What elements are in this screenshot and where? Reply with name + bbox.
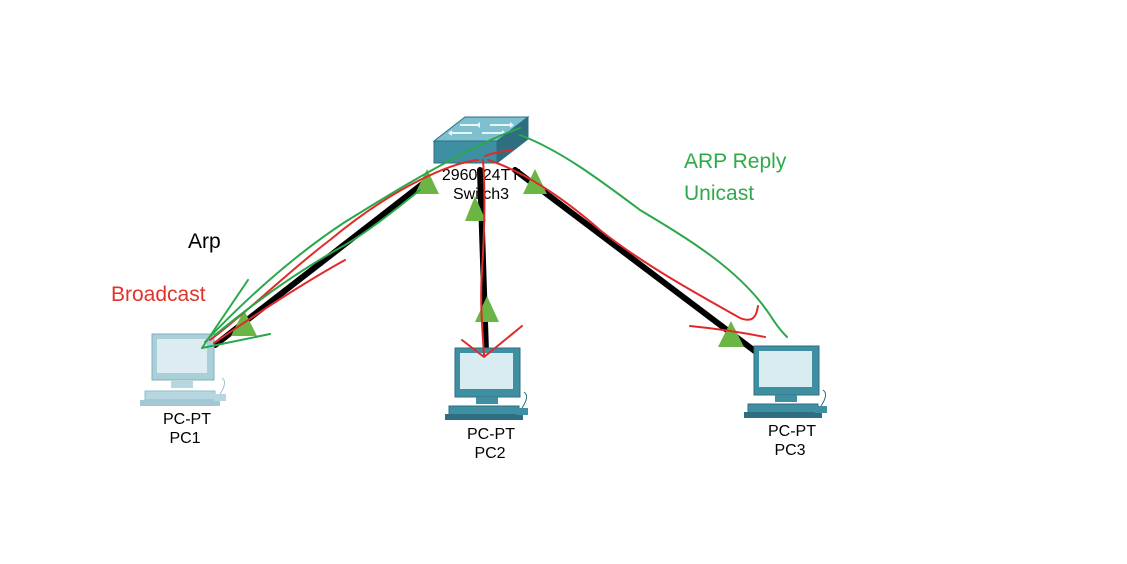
arp-reply-annotation: ARP Reply bbox=[684, 150, 787, 173]
arp-annotation: Arp bbox=[188, 230, 221, 253]
pc-icon bbox=[140, 333, 226, 406]
pc1-name-label: PC1 bbox=[169, 430, 200, 447]
broadcast-path-pc3 bbox=[487, 159, 759, 321]
pc3-model-label: PC-PT bbox=[768, 423, 816, 440]
switch-name-label: Switch3 bbox=[453, 186, 509, 203]
broadcast-path-pc2 bbox=[480, 159, 486, 356]
pc1-device[interactable]: PC-PT PC1 bbox=[140, 333, 226, 447]
reply-path-pc1-inner bbox=[214, 189, 421, 336]
link-up-indicator bbox=[718, 321, 744, 347]
pc3-name-label: PC3 bbox=[774, 442, 805, 459]
pc2-device[interactable]: PC-PT PC2 bbox=[445, 347, 528, 462]
pc2-name-label: PC2 bbox=[474, 445, 505, 462]
pc-icon bbox=[445, 347, 528, 420]
reply-paths bbox=[201, 127, 788, 349]
reply-arrow-pc1 bbox=[201, 279, 271, 349]
link-up-indicator bbox=[465, 196, 486, 221]
switch-model-label: 2960-24TT bbox=[442, 167, 520, 184]
pc2-model-label: PC-PT bbox=[467, 426, 515, 443]
reply-path-pc3 bbox=[519, 134, 788, 338]
pc-icon bbox=[744, 345, 827, 418]
link-up-indicator bbox=[475, 296, 499, 322]
broadcast-annotation: Broadcast bbox=[111, 283, 206, 306]
broadcast-path-pc1 bbox=[209, 159, 479, 341]
broadcast-path-top bbox=[484, 149, 513, 157]
switch-icon bbox=[432, 115, 530, 165]
link-switch-pc3[interactable] bbox=[512, 167, 763, 358]
pc3-device[interactable]: PC-PT PC3 bbox=[744, 345, 827, 459]
link-up-indicator bbox=[415, 169, 439, 194]
pc1-model-label: PC-PT bbox=[163, 411, 211, 428]
reply-path-pc1 bbox=[204, 127, 521, 343]
broadcast-arrow-pc2 bbox=[461, 325, 523, 358]
broadcast-arrow-pc3 bbox=[689, 325, 766, 338]
unicast-annotation: Unicast bbox=[684, 182, 754, 205]
broadcast-path-pc1-return bbox=[213, 259, 346, 344]
